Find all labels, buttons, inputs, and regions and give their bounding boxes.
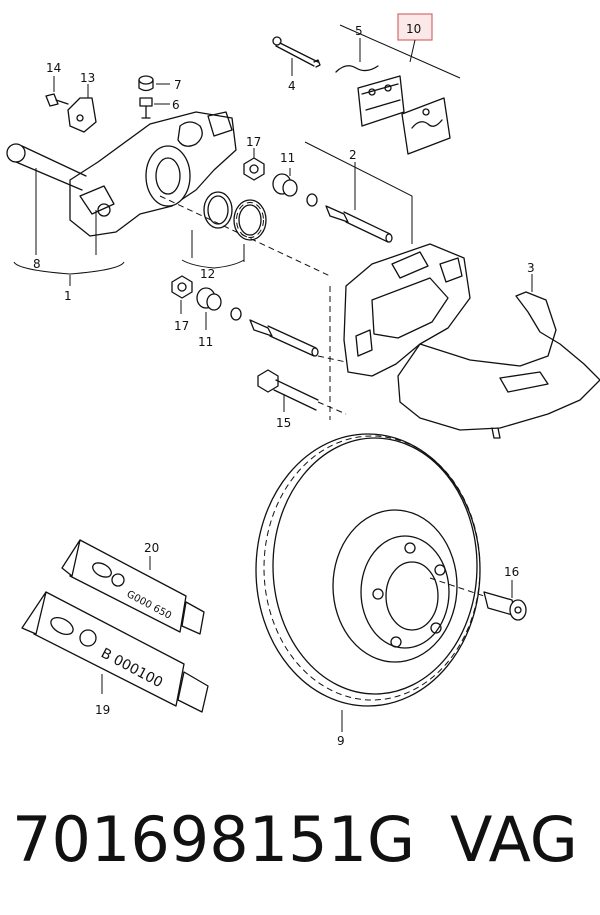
bracket-13 [67,97,97,133]
brake-pad-inner [357,75,405,127]
bushing-11-lower [196,287,242,321]
cap-7 [138,75,154,92]
label-19: 19 [95,703,110,717]
guide-pin-lower [249,319,319,357]
label-15: 15 [276,416,291,430]
bleed-valve-6 [139,97,153,119]
label-17-upper: 17 [246,135,261,149]
seal-ring-12a [203,191,233,229]
screw-16 [483,591,527,621]
footer: 701698151G VAG [0,795,600,905]
caliper-housing [343,243,471,377]
label-1: 1 [64,289,72,303]
guide-pin-2 [325,205,393,243]
seal-ring-12b [233,199,267,241]
label-4: 4 [288,79,296,93]
bolt-15 [257,369,319,411]
label-2: 2 [349,148,357,162]
guide-bolt-4 [272,36,321,68]
brake-shield-3 [397,291,600,439]
brand-name: VAG [450,803,578,876]
label-20: 20 [144,541,159,555]
label-17-lower: 17 [174,319,189,333]
nut-17-lower [171,275,193,299]
label-11-upper: 11 [280,151,295,165]
label-6: 6 [172,98,180,112]
label-14: 14 [46,61,61,75]
brake-parts-diagram: 10 4 5 8 1 [6,13,600,748]
bolt-8 [6,143,87,191]
label-16: 16 [504,565,519,579]
label-13: 13 [80,71,95,85]
label-11-lower: 11 [198,335,213,349]
brake-pad-outer [401,97,451,155]
label-9: 9 [337,734,345,748]
label-10[interactable]: 10 [406,22,421,36]
label-5: 5 [355,24,363,38]
bushing-11-upper [272,173,318,207]
brake-disc-9 [255,433,481,707]
screw-14 [45,93,69,107]
caliper-carrier [69,111,237,237]
part-number: 701698151G [12,803,416,876]
label-12: 12 [200,267,215,281]
label-3: 3 [527,261,535,275]
label-7: 7 [174,78,182,92]
nut-17-upper [243,157,265,181]
spring-clip-5 [335,65,379,73]
grease-tube-20: G000 650 [61,539,205,635]
leader-pad-bracket [339,24,461,79]
label-8: 8 [33,257,41,271]
grease-tube-19: B 000100 [21,591,209,713]
